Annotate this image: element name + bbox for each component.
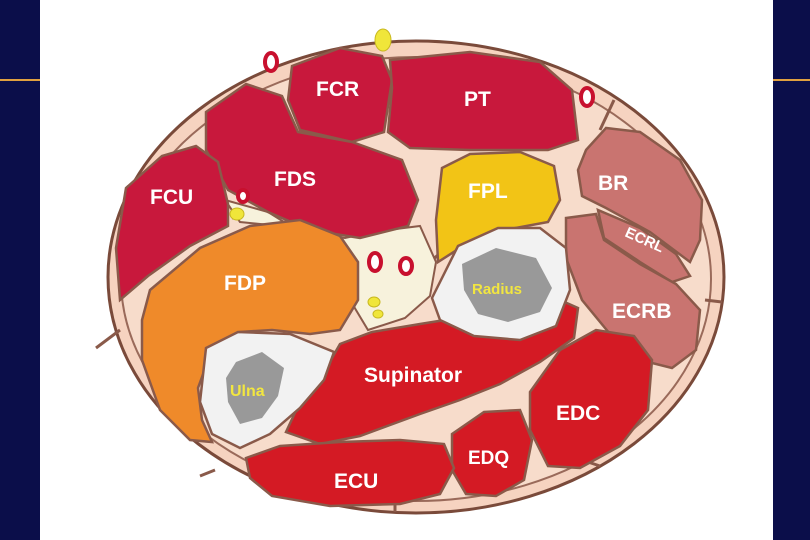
label-edq: EDQ xyxy=(468,448,509,469)
label-ulna: Ulna xyxy=(230,383,265,400)
label-ecu: ECU xyxy=(334,470,378,493)
radius-marrow xyxy=(462,248,552,322)
vessels xyxy=(236,51,595,276)
label-radius: Radius xyxy=(472,281,522,298)
label-supinator: Supinator xyxy=(364,364,462,387)
title-rule-right xyxy=(773,79,810,81)
label-fcr: FCR xyxy=(316,78,359,101)
muscle-pt xyxy=(386,50,580,152)
label-fpl: FPL xyxy=(468,180,508,203)
interosseous-nerve-icon-2 xyxy=(372,309,384,319)
vessel-icon xyxy=(579,86,595,108)
nerves xyxy=(229,28,392,319)
muscle-edq xyxy=(450,408,534,498)
label-ecrb: ECRB xyxy=(612,300,672,323)
label-edc: EDC xyxy=(556,402,600,425)
muscle-ecu xyxy=(244,438,456,508)
ulnar-nerve-icon xyxy=(229,207,245,221)
vessel-icon xyxy=(367,251,383,273)
label-fds: FDS xyxy=(274,168,316,191)
vessel-icon xyxy=(263,51,279,73)
vessel-icon xyxy=(398,256,414,276)
interosseous-nerve-icon xyxy=(367,296,381,308)
muscle-fdp xyxy=(140,218,360,444)
muscle-ecrb xyxy=(564,212,702,370)
muscle-br xyxy=(576,126,704,264)
label-fcu: FCU xyxy=(150,186,193,209)
muscle-fcu xyxy=(114,144,230,303)
label-fdp: FDP xyxy=(224,272,266,295)
median-nerve-icon xyxy=(374,28,392,52)
muscle-ecrl xyxy=(596,207,692,284)
vessel-icon xyxy=(236,188,250,204)
muscle-fpl xyxy=(434,150,562,265)
label-pt: PT xyxy=(464,88,491,111)
title-rule-left xyxy=(0,79,40,81)
label-br: BR xyxy=(598,172,628,195)
muscle-edc xyxy=(528,328,654,470)
muscle-fds xyxy=(204,82,420,240)
ulna-marrow xyxy=(226,352,284,424)
muscle-fcr xyxy=(286,46,394,144)
